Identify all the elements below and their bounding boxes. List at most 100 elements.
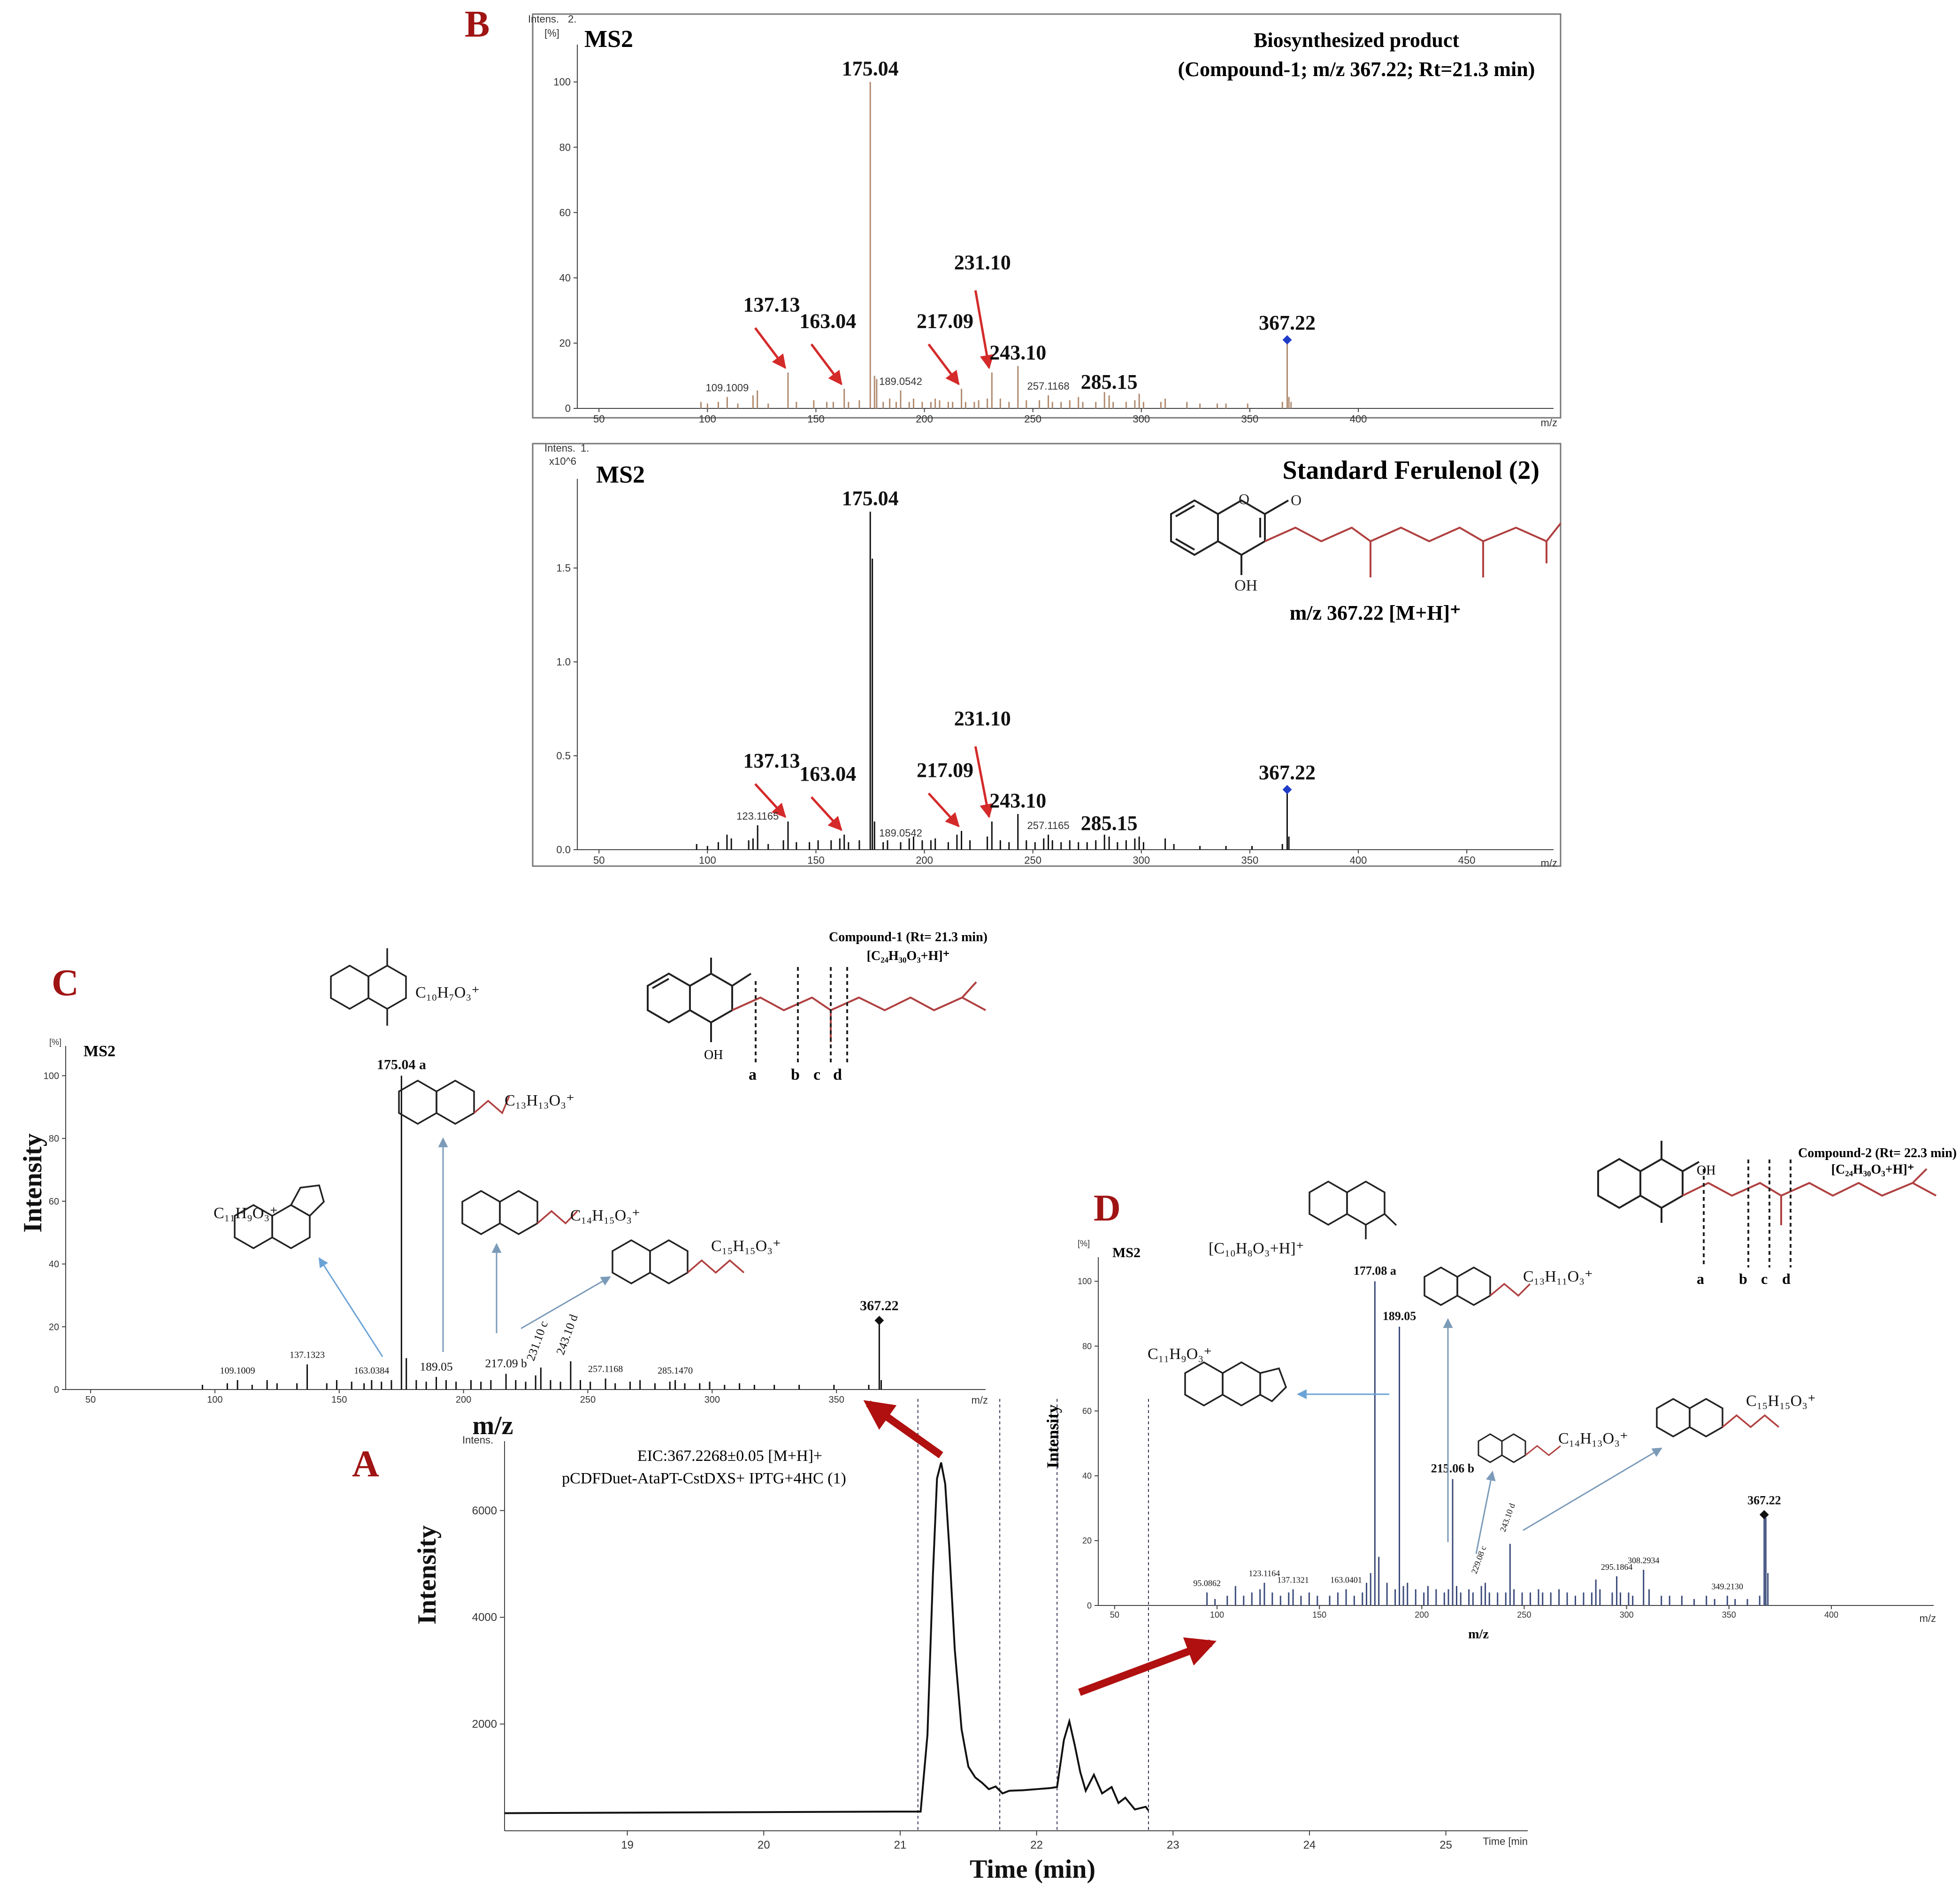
x-tick-label: 150 <box>807 854 825 866</box>
peak-label: 163.04 <box>799 309 856 332</box>
peak-label: 95.0862 <box>1193 1578 1221 1588</box>
ferulenol-structure <box>1170 499 1562 577</box>
annotation-arrow <box>754 783 786 818</box>
x-tick-label: 400 <box>1350 413 1367 425</box>
peak-label: 243.10 <box>989 341 1046 364</box>
y-tick-label: 0.0 <box>556 844 571 856</box>
cleavage-label-b: b <box>1739 1270 1747 1287</box>
x-tick-label: 250 <box>1024 413 1041 425</box>
peak-label: 109.1009 <box>706 382 749 394</box>
x-tick-label: 200 <box>916 854 933 866</box>
peak-label: 189.0542 <box>879 827 922 839</box>
peak-label: 217.09 <box>917 759 973 782</box>
peak-label: 109.1009 <box>220 1366 255 1376</box>
y-tick-label: 1.0 <box>556 656 571 668</box>
ms-label: MS2 <box>1112 1245 1141 1260</box>
peak-label: 295.1864 <box>1601 1562 1633 1572</box>
x-tick-label: 450 <box>1458 854 1476 866</box>
peak-label: 367.22 <box>1259 311 1316 334</box>
y-axis-title: Intensity <box>18 1133 47 1233</box>
cleavage-label-c: c <box>1761 1270 1768 1287</box>
y-tick-label: 6000 <box>472 1505 497 1517</box>
peak-label: 229.08 c <box>1470 1544 1488 1575</box>
fragment-d-formula: C₁₅H₁₅O₃⁺ <box>711 1237 781 1255</box>
intens-label: Intens. <box>544 442 575 454</box>
intens-label: Intens. <box>462 1434 493 1446</box>
fragment-a-structure <box>1309 1180 1397 1239</box>
x-tick-label: 19 <box>621 1839 634 1851</box>
y-tick-label: 40 <box>1082 1471 1092 1481</box>
panel-b-top: B Intens. [%] 2. MS2 Biosynthesized prod… <box>465 4 1562 429</box>
fragment-d-structure <box>612 1239 745 1285</box>
y-tick-label: 100 <box>553 76 571 88</box>
panel-letter-a: A <box>352 1444 379 1485</box>
chart-title-line-1: Biosynthesized product <box>1254 29 1459 52</box>
peak-label: 285.15 <box>1081 370 1138 393</box>
peak-label: 243.10 <box>989 789 1046 812</box>
cleavage-label-d: d <box>1782 1270 1791 1287</box>
y-tick-label: 60 <box>1082 1406 1092 1416</box>
panel-letter-d: D <box>1094 1188 1121 1229</box>
y-tick-label: 100 <box>44 1071 59 1081</box>
peak-label: 137.13 <box>743 293 800 316</box>
ms-label: MS2 <box>84 1043 115 1060</box>
x-tick-label: 150 <box>331 1395 347 1405</box>
x-axis-title: m/z <box>1468 1627 1489 1642</box>
pointer-arrow <box>1475 1470 1496 1554</box>
y-tick-label: 20 <box>559 338 571 349</box>
fragment-a-formula: C₁₀H₇O₃⁺ <box>415 984 480 1001</box>
annotation-arrow <box>754 327 786 369</box>
peak-label: 137.1321 <box>1277 1575 1309 1584</box>
y-tick-label: 40 <box>559 272 571 284</box>
x-tick-label: 20 <box>758 1839 770 1851</box>
fragment-a-structure <box>330 948 407 1026</box>
y-tick-label: 100 <box>1078 1277 1092 1286</box>
intens-label: Intens. <box>528 13 559 25</box>
pointer-arrow <box>521 1276 611 1329</box>
chart-title: Standard Ferulenol (2) <box>1282 456 1539 485</box>
y-tick-label: 4000 <box>472 1611 497 1624</box>
fragment-e-formula: C₁₁H₉O₃⁺ <box>1148 1345 1212 1363</box>
structure-oxygen-ring: O <box>1239 491 1249 507</box>
y-tick-label: 40 <box>49 1259 59 1270</box>
peak-label: 189.0542 <box>879 376 922 387</box>
peak-label: 189.05 <box>420 1359 452 1373</box>
annotation-arrow <box>810 343 842 385</box>
compound-2-structure <box>1597 1141 1937 1267</box>
peak-label: 163.0384 <box>354 1366 389 1376</box>
structure-oh: OH <box>1234 577 1257 594</box>
fragment-a-formula: [C₁₀H₈O₃+H]⁺ <box>1209 1240 1304 1257</box>
x-tick-label: 22 <box>1030 1839 1043 1851</box>
peak-label: 257.1168 <box>588 1364 623 1375</box>
x-axis-unit: Time [min <box>1483 1835 1528 1847</box>
peak-label: 137.1323 <box>290 1350 325 1360</box>
x-tick-label: 300 <box>1133 413 1150 425</box>
y-tick-label: 80 <box>49 1134 59 1144</box>
peak-label: 217.09 b <box>485 1357 527 1370</box>
x-tick-label: 25 <box>1439 1839 1452 1851</box>
peak-label: 367.22 <box>860 1298 899 1313</box>
panel-a: A Intens. EIC:367.2268±0.05 [M+H]+ pCDFD… <box>352 1399 1528 1884</box>
x-tick-label: 23 <box>1167 1839 1179 1851</box>
peak-label: 163.0401 <box>1330 1575 1362 1584</box>
x-tick-label: 200 <box>916 413 933 425</box>
x-tick-label: 150 <box>807 413 825 425</box>
panel-letter-b: B <box>465 4 490 45</box>
x-tick-label: 250 <box>1517 1610 1531 1620</box>
connector-arrow-c <box>863 1400 943 1459</box>
x-axis-unit: m/z <box>972 1394 988 1406</box>
fragment-b-formula: C₁₃H₁₃O₃⁺ <box>505 1092 574 1109</box>
intens-unit: x10^6 <box>549 455 576 467</box>
x-tick-label: 350 <box>1241 854 1259 866</box>
x-tick-label: 100 <box>699 854 716 866</box>
x-tick-label: 150 <box>1312 1610 1326 1620</box>
x-tick-label: 21 <box>894 1839 907 1851</box>
peak-label: 215.06 b <box>1431 1462 1474 1475</box>
fragment-b-structure <box>398 1079 510 1125</box>
intens-index: 1. <box>581 442 589 454</box>
legend-line-2: pCDFDuet-AtaPT-CstDXS+ IPTG+4HC (1) <box>562 1470 846 1487</box>
y-tick-label: 2000 <box>472 1718 497 1731</box>
x-tick-label: 250 <box>1024 854 1041 866</box>
fragment-e-structure <box>234 1184 325 1250</box>
